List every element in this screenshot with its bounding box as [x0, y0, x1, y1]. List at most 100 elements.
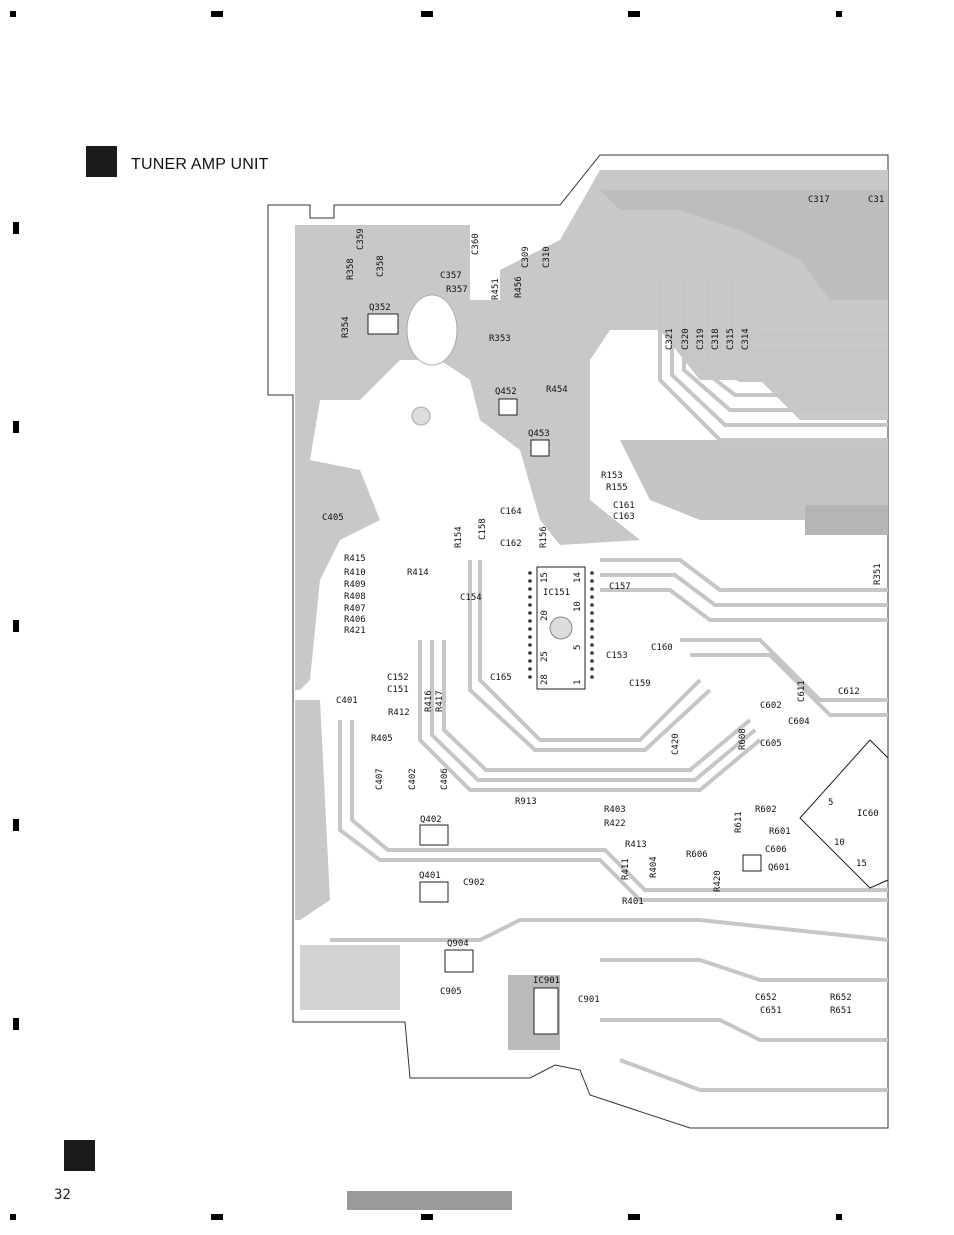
label-c406: C406: [440, 768, 450, 790]
label-c164: C164: [500, 507, 522, 517]
label-r454: R454: [546, 385, 568, 395]
trace-bundles: [330, 280, 889, 1092]
label-c161: C161: [613, 501, 635, 511]
registration-mark-left-4: [13, 819, 19, 831]
ic151-pin-25: 25: [540, 651, 550, 662]
label-c162: C162: [500, 539, 522, 549]
ic151-pin-10: 10: [573, 601, 583, 612]
registration-mark-left-3: [13, 620, 19, 632]
label-q453: Q453: [528, 429, 550, 439]
ic60-pin-10: 10: [834, 838, 845, 848]
registration-mark-left-2: [13, 421, 19, 433]
label-c360: C360: [471, 233, 481, 255]
footer-bar: [347, 1191, 512, 1210]
label-c602: C602: [760, 701, 782, 711]
registration-mark-top-3: [421, 11, 433, 17]
label-c358: C358: [376, 255, 386, 277]
ic151-pin-1: 1: [573, 680, 583, 685]
ic901-body: [533, 987, 559, 1035]
section-marker-block: [86, 146, 117, 177]
label-q452: Q452: [495, 387, 517, 397]
label-c612: C612: [838, 687, 860, 697]
ic60-pin-5: 5: [828, 798, 833, 808]
label-c152: C152: [387, 673, 409, 683]
label-r422: R422: [604, 819, 626, 829]
label-c158: C158: [478, 518, 488, 540]
label-r652: R652: [830, 993, 852, 1003]
ic151-pin-14: 14: [573, 572, 583, 583]
label-r354: R354: [341, 316, 351, 338]
label-c321: C321: [665, 328, 675, 350]
label-r601: R601: [769, 827, 791, 837]
label-c420: C420: [671, 733, 681, 755]
label-c319: C319: [696, 328, 706, 350]
label-r651: R651: [830, 1006, 852, 1016]
ic151-pin-15: 15: [540, 572, 550, 583]
label-r420: R420: [713, 870, 723, 892]
ic151-pin-28: 28: [540, 674, 550, 685]
label-r405: R405: [371, 734, 393, 744]
ic151-pads: [528, 571, 594, 679]
label-r406: R406: [344, 615, 366, 625]
label-r606: R606: [686, 850, 708, 860]
ic151-pin-5: 5: [573, 645, 583, 650]
label-r611: R611: [734, 811, 744, 833]
label-c153: C153: [606, 651, 628, 661]
label-c314: C314: [741, 328, 751, 350]
label-r456: R456: [514, 276, 524, 298]
registration-mark-top-5: [836, 11, 842, 17]
label-r608: R608: [738, 728, 748, 750]
registration-mark-top-2: [211, 11, 223, 17]
label-c315: C315: [726, 328, 736, 350]
label-r913: R913: [515, 797, 537, 807]
ic60-chip: [799, 739, 889, 889]
label-c160: C160: [651, 643, 673, 653]
label-r421: R421: [344, 626, 366, 636]
label-r413: R413: [625, 840, 647, 850]
registration-mark-bottom-3: [421, 1214, 433, 1220]
label-r602: R602: [755, 805, 777, 815]
label-r351: R351: [873, 563, 883, 585]
label-r155: R155: [606, 483, 628, 493]
registration-mark-bottom-4: [628, 1214, 640, 1220]
label-c163: C163: [613, 512, 635, 522]
label-c357: C357: [440, 271, 462, 281]
label-r416: R416: [424, 690, 434, 712]
ic60-pin-15: 15: [856, 859, 867, 869]
label-r409: R409: [344, 580, 366, 590]
label-q352: Q352: [369, 303, 391, 313]
label-r410: R410: [344, 568, 366, 578]
label-r403: R403: [604, 805, 626, 815]
label-c604: C604: [788, 717, 810, 727]
label-ic901: IC901: [533, 976, 560, 986]
label-r408: R408: [344, 592, 366, 602]
label-r412: R412: [388, 708, 410, 718]
label-c157: C157: [609, 582, 631, 592]
label-r411: R411: [621, 858, 631, 880]
registration-mark-bottom-1: [10, 1214, 16, 1220]
label-c359: C359: [356, 228, 366, 250]
label-c31: C31: [868, 195, 884, 205]
label-c901: C901: [578, 995, 600, 1005]
label-c159: C159: [629, 679, 651, 689]
label-ic60: IC60: [857, 809, 879, 819]
label-c652: C652: [755, 993, 777, 1003]
label-r153: R153: [601, 471, 623, 481]
label-r401: R401: [622, 897, 644, 907]
component-labels: C317 C31 C359 C360 R358 C358 C309 C310 C…: [322, 195, 884, 1016]
page-title: TUNER AMP UNIT: [131, 156, 269, 173]
label-c318: C318: [711, 328, 721, 350]
registration-mark-left-5: [13, 1018, 19, 1030]
corner-marker-block: [64, 1140, 95, 1171]
label-r357: R357: [446, 285, 468, 295]
label-r154: R154: [454, 526, 464, 548]
label-q904: Q904: [447, 939, 469, 949]
label-c310: C310: [542, 246, 552, 268]
label-c407: C407: [375, 768, 385, 790]
label-c651: C651: [760, 1006, 782, 1016]
label-c611: C611: [797, 680, 807, 702]
label-r156: R156: [539, 526, 549, 548]
registration-mark-top-4: [628, 11, 640, 17]
label-q601: Q601: [768, 863, 790, 873]
label-c902: C902: [463, 878, 485, 888]
